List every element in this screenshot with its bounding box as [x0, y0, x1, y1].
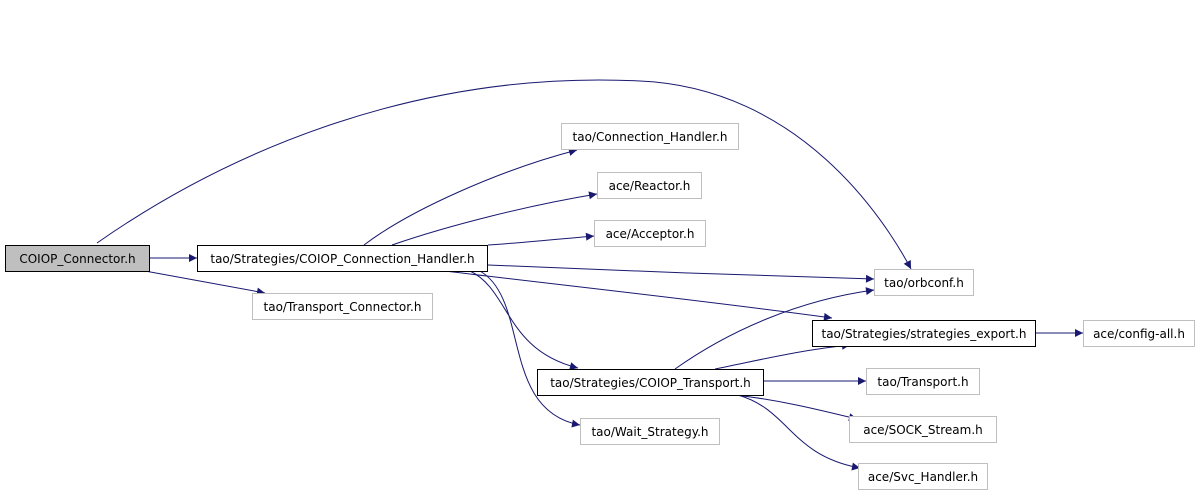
node-connection-handler[interactable]: tao/Connection_Handler.h: [561, 123, 739, 150]
edge-handler-to-orbconf: [487, 264, 875, 283]
node-orbconf[interactable]: tao/orbconf.h: [874, 269, 974, 296]
node-label: tao/Transport_Connector.h: [263, 299, 422, 314]
node-label: tao/Strategies/COIOP_Connection_Handler.…: [210, 251, 475, 266]
node-reactor[interactable]: ace/Reactor.h: [597, 172, 702, 199]
edge-coiop-connector-to-orbconf: [96, 79, 912, 270]
node-label: ace/Svc_Handler.h: [867, 469, 979, 484]
node-transport[interactable]: tao/Transport.h: [866, 368, 980, 395]
edge-handler-to-wait-strategy: [479, 270, 581, 428]
node-coiop-connection-handler[interactable]: tao/Strategies/COIOP_Connection_Handler.…: [197, 245, 488, 272]
node-acceptor[interactable]: ace/Acceptor.h: [594, 220, 706, 247]
node-coiop-connector[interactable]: COIOP_Connector.h: [5, 245, 150, 272]
node-config-all[interactable]: ace/config-all.h: [1083, 320, 1195, 347]
node-label: tao/Transport.h: [877, 374, 969, 389]
edge-transport-to-orbconf: [674, 287, 875, 370]
edge-handler-to-coiop-transport: [469, 270, 579, 370]
node-coiop-transport[interactable]: tao/Strategies/COIOP_Transport.h: [537, 369, 764, 396]
node-label: COIOP_Connector.h: [19, 251, 136, 266]
node-label: tao/orbconf.h: [884, 275, 964, 290]
node-transport-connector[interactable]: tao/Transport_Connector.h: [252, 293, 433, 320]
node-label: ace/SOCK_Stream.h: [863, 422, 983, 437]
node-wait-strategy[interactable]: tao/Wait_Strategy.h: [580, 418, 720, 445]
node-label: ace/Acceptor.h: [605, 226, 695, 241]
edge-transport-to-strategies-export: [714, 341, 851, 370]
edge-handler-to-acceptor: [487, 232, 595, 246]
edge-handler-to-connection-handler-h: [363, 148, 578, 246]
node-label: tao/Strategies/strategies_export.h: [821, 326, 1027, 341]
node-label: tao/Wait_Strategy.h: [591, 424, 709, 439]
node-label: tao/Connection_Handler.h: [572, 129, 728, 144]
node-svc-handler[interactable]: ace/Svc_Handler.h: [858, 463, 988, 490]
node-strategies-export[interactable]: tao/Strategies/strategies_export.h: [812, 320, 1036, 347]
edge-handler-to-strategies-export: [444, 270, 833, 321]
edge-handler-to-reactor: [391, 191, 598, 246]
node-label: tao/Strategies/COIOP_Transport.h: [550, 375, 751, 390]
edge-transport-to-sock-stream: [734, 394, 858, 421]
edge-transport-to-svc-handler: [737, 394, 861, 471]
node-label: ace/config-all.h: [1093, 326, 1185, 341]
node-label: ace/Reactor.h: [608, 178, 691, 193]
node-sock-stream[interactable]: ace/SOCK_Stream.h: [849, 416, 997, 443]
edge-coiop-connector-to-transport-connector: [144, 270, 266, 296]
